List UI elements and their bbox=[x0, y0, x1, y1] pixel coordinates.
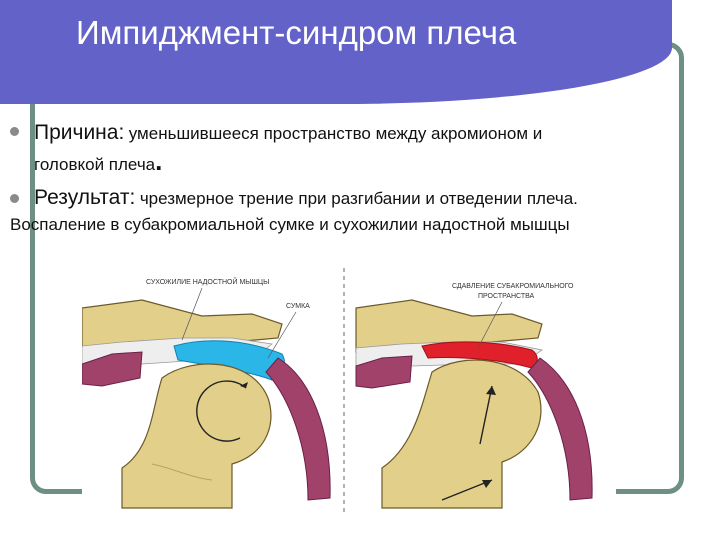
left-panel-normal: СУХОЖИЛИЕ НАДОСТНОЙ МЫШЦЫ СУМКА bbox=[82, 277, 331, 509]
right-panel-impingement: СДАВЛЕНИЕ СУБАКРОМИАЛЬНОГО ПРОСТРАНСТВА bbox=[355, 283, 593, 509]
bursa-label: СУМКА bbox=[286, 303, 310, 310]
humeral-head bbox=[121, 363, 272, 509]
muscle-left bbox=[82, 351, 143, 387]
bursa-leader bbox=[267, 311, 297, 359]
bone-detail bbox=[151, 463, 213, 481]
cause-colon: : bbox=[118, 121, 125, 144]
result-text-line2: Воспаление в субакромиальной сумке и сух… bbox=[10, 215, 570, 234]
cause-text-line1: уменьшившееся пространство между акромио… bbox=[128, 124, 543, 143]
muscle-left bbox=[355, 355, 413, 389]
lower-arrow bbox=[441, 479, 493, 501]
compression-label-line1: СДАВЛЕНИЕ СУБАКРОМИАЛЬНОГО bbox=[452, 283, 574, 290]
lower-arrowhead bbox=[482, 480, 492, 488]
title-band: Импиджмент-синдром плеча bbox=[0, 0, 672, 104]
cause-text-line2: головкой плеча bbox=[34, 155, 156, 174]
bullet-dot bbox=[10, 127, 19, 136]
compression-label-line2: ПРОСТРАНСТВА bbox=[478, 293, 535, 300]
compression-leader bbox=[477, 301, 503, 349]
bullet-cause: Причина: уменьшившееся пространство межд… bbox=[10, 118, 700, 181]
deltoid-muscle bbox=[265, 357, 331, 501]
rotation-arrowhead bbox=[240, 382, 248, 388]
result-text-line1: чрезмерное трение при разгибании и отвед… bbox=[139, 189, 578, 208]
shoulder-illustration: СУХОЖИЛИЕ НАДОСТНОЙ МЫШЦЫ СУМКА СДАВЛЕНИ… bbox=[82, 268, 616, 514]
cause-keyword: Причина bbox=[34, 121, 119, 144]
cause-end: . bbox=[155, 146, 163, 176]
humeral-head bbox=[381, 359, 542, 509]
slide-title: Импиджмент-синдром плеча bbox=[76, 14, 517, 51]
bullet-result: Результат: чрезмерное трение при разгиба… bbox=[10, 185, 700, 238]
shoulder-svg: СУХОЖИЛИЕ НАДОСТНОЙ МЫШЦЫ СУМКА СДАВЛЕНИ… bbox=[82, 268, 593, 514]
upward-arrowhead bbox=[486, 386, 496, 395]
tendon-label: СУХОЖИЛИЕ НАДОСТНОЙ МЫШЦЫ bbox=[146, 277, 269, 286]
bullet-dot bbox=[10, 194, 19, 203]
deltoid-muscle bbox=[527, 357, 593, 501]
result-keyword: Результат bbox=[34, 186, 130, 209]
upward-arrow bbox=[479, 385, 493, 445]
bullet-list: Причина: уменьшившееся пространство межд… bbox=[10, 118, 700, 238]
tendon-leader bbox=[181, 287, 203, 341]
rotation-arrow bbox=[196, 380, 247, 442]
result-colon: : bbox=[129, 186, 136, 209]
